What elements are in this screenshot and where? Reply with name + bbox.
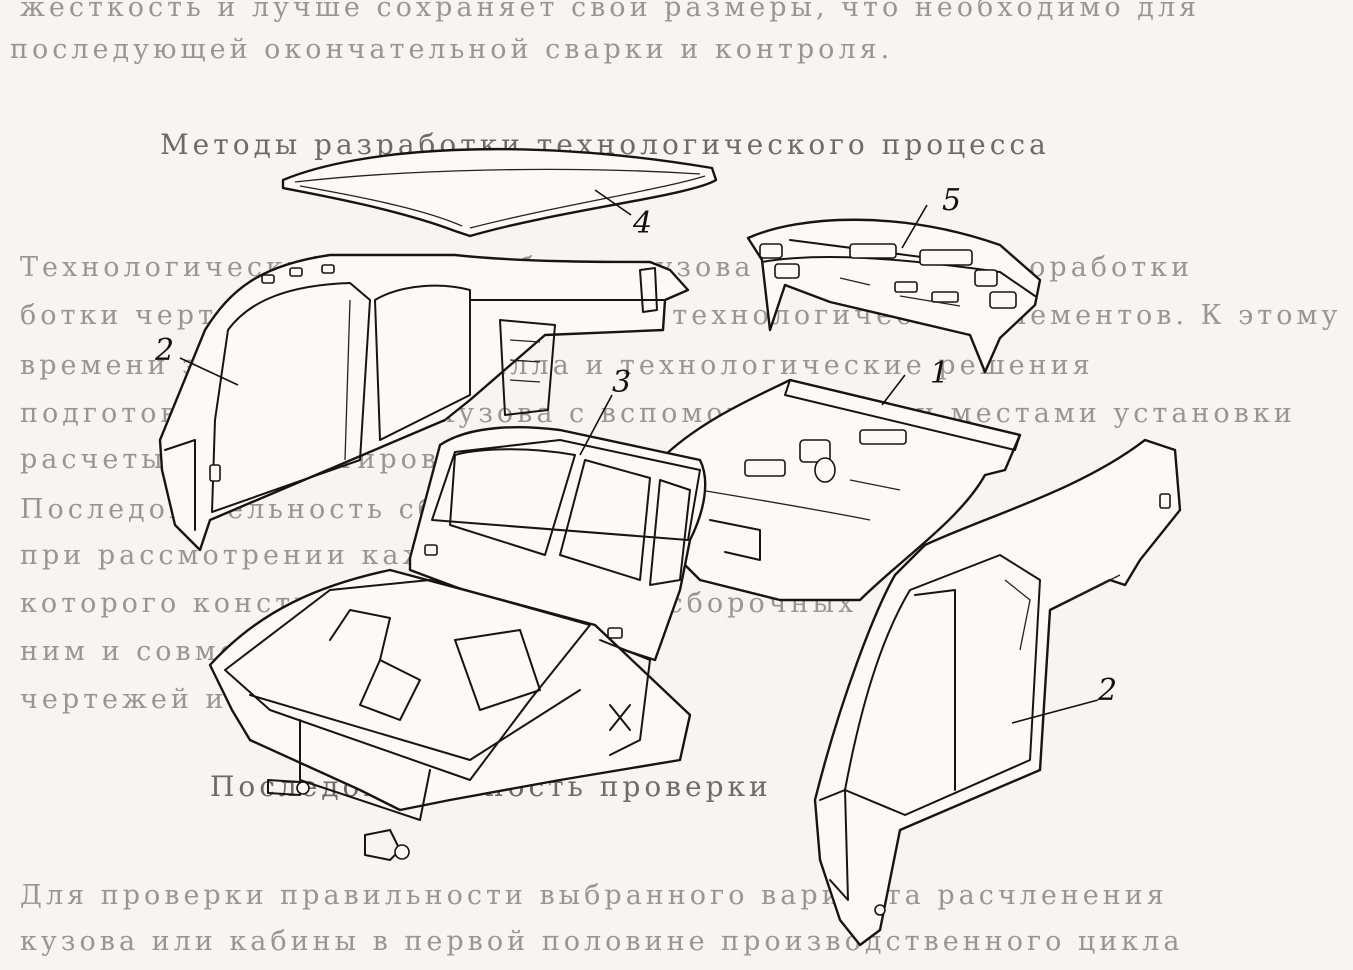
side-frame-left [158,253,690,552]
bg-text-line: жесткость и лучше сохраняет свои размеры… [20,0,1201,23]
bg-text-line: кузова или кабины в первой половине прои… [20,926,1184,957]
floor-panel [638,378,1022,602]
front-bulkhead [408,426,707,662]
leader-line-3 [579,394,613,456]
bg-text-line: Для проверки правильности выбранного вар… [20,880,1168,911]
callout-1: 1 [930,356,949,391]
leader-line-4 [594,189,632,216]
callout-5: 5 [942,183,961,218]
bg-text-line: последующей окончательной сварки и контр… [10,34,894,65]
leader-line-2-right [1011,699,1099,724]
side-frame-right [813,438,1182,947]
leader-line-1 [881,374,906,406]
callout-2-right: 2 [1097,673,1117,708]
roof-panel [281,148,718,238]
rear-shelf-panel [746,218,1042,374]
leader-line-5 [901,204,928,249]
front-end-structure [208,568,692,861]
bg-text-line: чертежей и [20,684,228,715]
callout-4: 4 [632,206,652,241]
callout-3: 3 [612,365,631,400]
leader-line-2-left [179,357,239,386]
callout-2-left: 2 [154,333,174,368]
